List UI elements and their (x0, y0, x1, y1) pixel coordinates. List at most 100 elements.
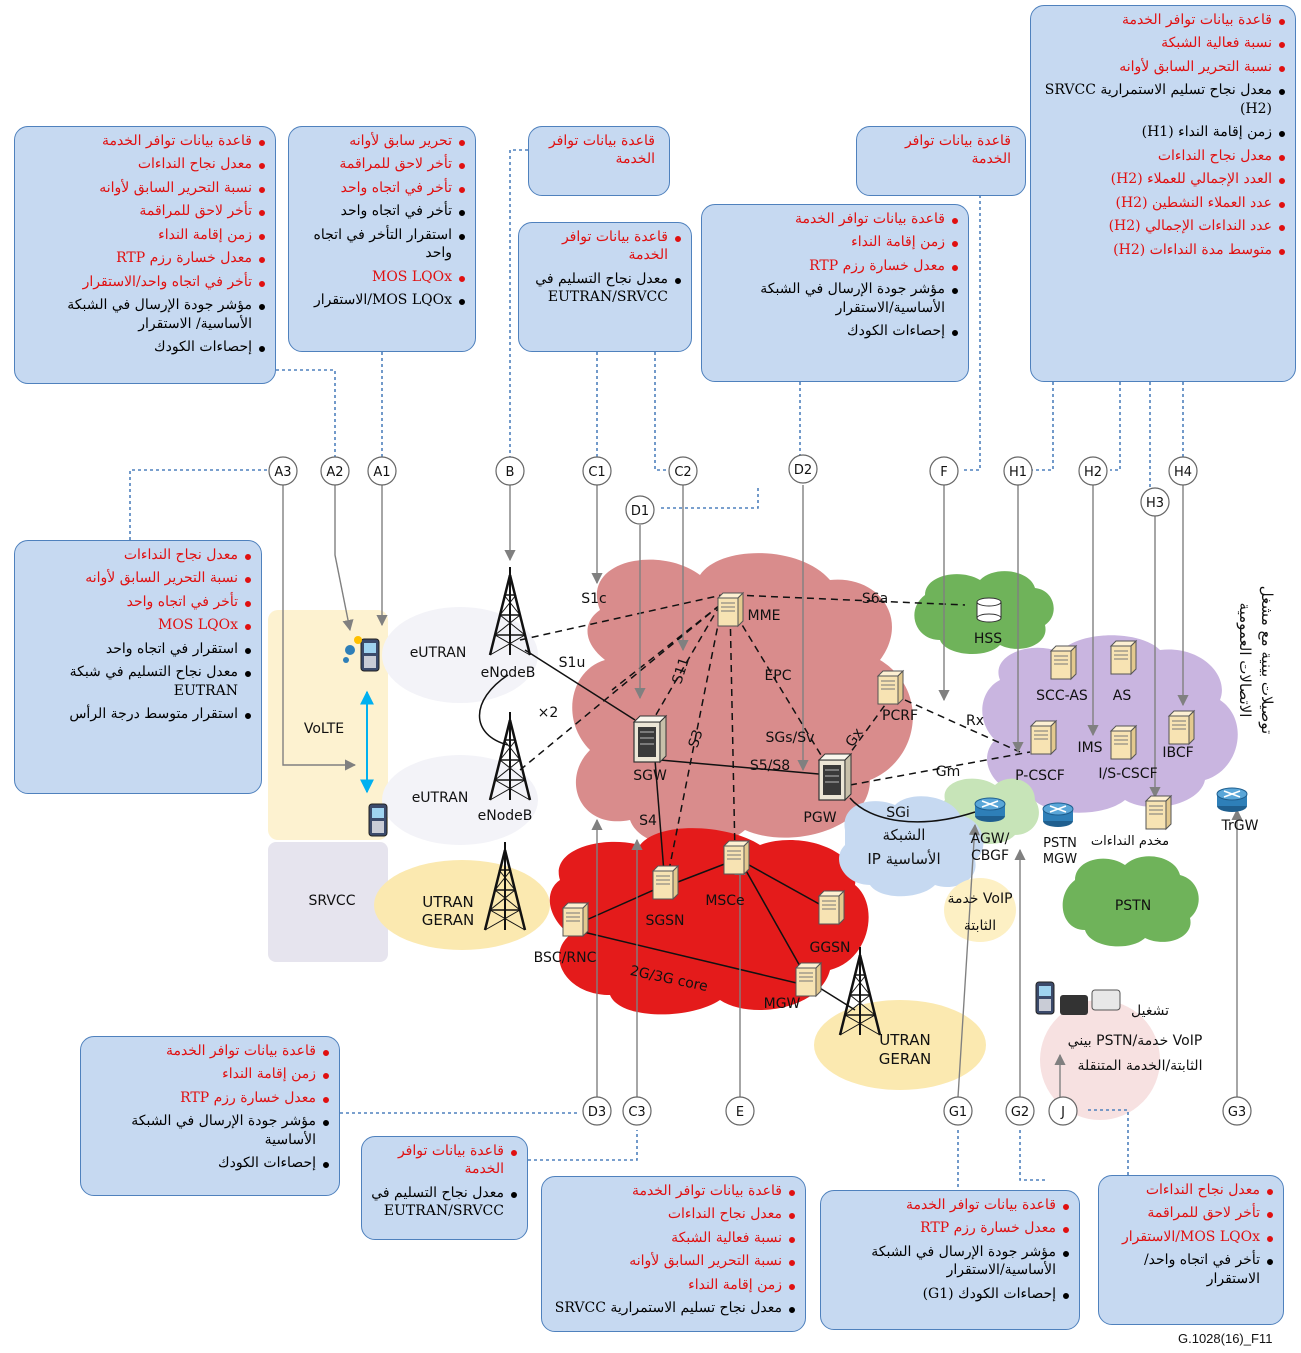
point-label: J (1060, 1105, 1065, 1120)
label-s4: S4 (639, 813, 657, 829)
metric-label: MOS LQOx/الاستقرار (1121, 1228, 1260, 1245)
point-label: C3 (628, 1105, 645, 1120)
metric-label: معدل نجاح التسليم في شبكة EUTRAN (69, 664, 238, 699)
as-server-icon (1110, 640, 1137, 675)
eutran-bottom-area (382, 755, 538, 845)
point-label: G3 (1228, 1105, 1246, 1120)
bullet-icon (259, 210, 265, 217)
bullet-icon (245, 577, 251, 584)
metric-label: معدل نجاح التسليم في EUTRAN/SRVCC (371, 1184, 504, 1220)
utran-right-area (814, 1000, 986, 1090)
bullet-icon (323, 1050, 329, 1056)
metric-label: إحصاءات الكودك (218, 1155, 316, 1172)
metric-item: تأخر في اتجاه واحد (297, 202, 465, 220)
ibcf-server-icon (1168, 710, 1195, 745)
label-agw-2: CBGF (971, 848, 1009, 864)
label-pstn-mgw-2: MGW (1043, 852, 1077, 867)
metric-item: MOS LQOx (23, 616, 251, 634)
metric-item: قاعدة بيانات توافر الخدمة (550, 1182, 795, 1200)
bullet-icon (459, 299, 465, 306)
metric-item: نسبة التحرير السابق لأوانه (550, 1252, 795, 1270)
metric-item: معدل نجاح النداءات (1039, 147, 1285, 165)
metric-label: زمن إقامة النداء (H1) (1141, 124, 1272, 141)
metric-label: نسبة التحرير السابق لأوانه (99, 179, 252, 196)
point-label: A1 (373, 465, 390, 480)
metric-item: MOS LQOx/الاستقرار (297, 291, 465, 309)
interwork-area (1040, 1000, 1160, 1120)
bullet-icon (1279, 154, 1285, 161)
metric-label: زمن إقامة النداء (688, 1276, 782, 1293)
metric-label: مؤشر جودة الإرسال في الشبكة الأساسية (131, 1113, 316, 1148)
label-msce: MSCe (705, 893, 744, 909)
metric-label: MOS LQOx (371, 268, 452, 285)
metric-label: نسبة فعالية الشبكة (1161, 35, 1272, 52)
srvcc-area (268, 842, 388, 962)
metric-item: مؤشر جودة الإرسال في الشبكة الأساسية/الا… (829, 1243, 1069, 1280)
metric-label: MOS LQOx/الاستقرار (313, 292, 452, 309)
ggsn-server-icon (818, 890, 845, 925)
metric-label: استقرار متوسط درجة الرأس (69, 706, 238, 723)
label-enodeb-bottom: eNodeB (478, 808, 533, 824)
point-a1: A1 (367, 456, 397, 486)
point-label: H3 (1146, 496, 1164, 511)
metric-item: قاعدة بيانات توافر الخدمة (710, 210, 958, 228)
label-pcrf: PCRF (882, 708, 918, 724)
metric-label: تحرير سابق لأوانه (349, 133, 452, 149)
label-as: AS (1113, 688, 1132, 704)
metric-item: تأخر لاحق للمراقمة (297, 155, 465, 173)
point-e: E (725, 1096, 755, 1126)
metric-item: معدل خسارة رزم RTP (89, 1089, 329, 1107)
label-utran-left-1: UTRAN (422, 893, 473, 911)
point-f: F (929, 456, 959, 486)
label-ip-core-1: الشبكة (883, 826, 926, 844)
bullet-icon (245, 624, 251, 631)
metric-item: العدد الإجمالي للعملاء (H2) (1039, 170, 1285, 188)
metric-label: نسبة التحرير السابق لأوانه (629, 1253, 782, 1270)
bullet-icon (1267, 1212, 1273, 1219)
metric-item: تحرير سابق لأوانه (297, 132, 465, 150)
point-label: D2 (794, 463, 812, 478)
pgw-server-icon (818, 753, 852, 801)
point-d3: D3 (582, 1096, 612, 1126)
metric-item: معدل نجاح النداءات (23, 546, 251, 564)
label-trgw: TrGW (1221, 818, 1259, 834)
point-d1: D1 (625, 495, 655, 525)
pstn-mgw-router-icon (1042, 802, 1074, 828)
label-s3: S3 (686, 728, 707, 750)
bullet-icon (259, 280, 265, 287)
call-server-icon (1145, 795, 1172, 830)
label-sgs-sv: SGs/Sv (766, 730, 815, 746)
interwork-mobile-icon (1035, 981, 1055, 1015)
metrics-box-a1: تحرير سابق لأوانه تأخر لاحق للمراقمة تأخر … (288, 126, 476, 352)
label-interconnect-1: توصيلات بينية مع مشغل (1258, 586, 1276, 734)
bullet-icon (1279, 89, 1285, 96)
bullet-icon (459, 163, 465, 170)
label-voip-fixed-1: خدمة VoIP (947, 891, 1012, 907)
bullet-icon (511, 1150, 517, 1156)
bullet-icon (1267, 1189, 1273, 1195)
bullet-icon (1279, 19, 1285, 25)
sgsn-server-icon (652, 865, 679, 900)
bullet-icon (1267, 1259, 1273, 1266)
ims-cloud (982, 635, 1238, 813)
metric-item: زمن إقامة النداء (H1) (1039, 123, 1285, 141)
metric-item: عدد النداءات الإجمالي (H2) (1039, 217, 1285, 235)
point-g1: G1 (943, 1096, 973, 1126)
srvcc-phone-icon (368, 803, 388, 837)
point-label: C1 (588, 465, 605, 480)
metric-label: معدل خسارة رزم RTP (116, 250, 252, 267)
metric-item: قاعدة بيانات توافر الخدمة (537, 132, 659, 169)
bullet-icon (323, 1073, 329, 1080)
metric-label: استقرار في اتجاه واحد (105, 640, 238, 657)
mgw-server-icon (795, 962, 822, 997)
figure-id: G.1028(16)_F11 (1178, 1331, 1273, 1346)
bullet-icon (1279, 131, 1285, 138)
metric-item: MOS LQOx (297, 268, 465, 286)
metric-item: قاعدة بيانات توافر الخدمة (370, 1142, 517, 1179)
point-g3: G3 (1222, 1096, 1252, 1126)
